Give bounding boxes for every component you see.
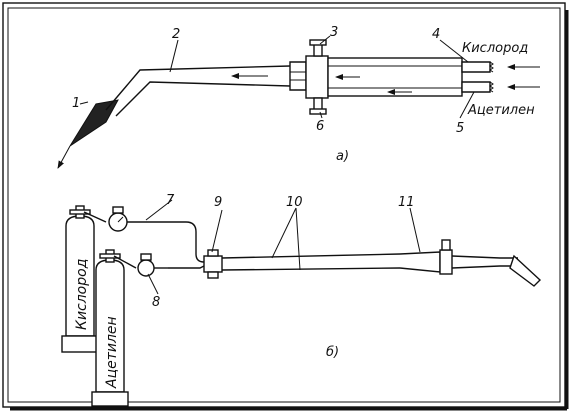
inner-border: [7, 7, 561, 403]
torch-tip: [509, 254, 542, 287]
cylinder-acetylene-label: Ацетилен: [104, 316, 120, 389]
torch-a: [57, 35, 540, 169]
torch-valve-11: [439, 249, 453, 275]
subfigure-b-label: б): [326, 345, 339, 360]
label-11: 11: [398, 195, 415, 210]
system-b: [61, 199, 542, 407]
label-8: 8: [152, 295, 160, 310]
torch-valves-9: [203, 255, 223, 273]
valve-6: [313, 97, 323, 111]
valve-3: [313, 43, 323, 57]
label-2: 2: [172, 27, 180, 42]
acetylene-regulator-8: [137, 259, 155, 277]
torch-tube-upper: [105, 65, 291, 111]
label-7: 7: [166, 193, 175, 208]
acetylene-nipple: [461, 81, 491, 93]
torch-nozzle-tip: [69, 99, 119, 147]
oxygen-hose: [148, 221, 205, 263]
label-6: 6: [316, 119, 324, 134]
mixing-chamber: [289, 61, 307, 91]
torch-tube-lower: [115, 81, 291, 117]
acetylene-hose: [168, 265, 205, 269]
label-3: 3: [330, 25, 338, 40]
oxygen-nipple: [461, 61, 491, 73]
torch-body-bottom: [221, 267, 401, 271]
label-oxygen-top: Кислород: [462, 41, 528, 56]
label-1: 1: [72, 96, 80, 111]
cylinder-oxygen-label: Кислород: [74, 259, 90, 330]
label-5: 5: [456, 121, 464, 136]
torch-body-top: [221, 253, 401, 259]
label-4: 4: [432, 27, 440, 42]
label-acetylene-top: Ацетилен: [467, 103, 535, 118]
outer-border: [2, 2, 566, 408]
subfigure-a-label: а): [336, 149, 349, 164]
label-9: 9: [214, 195, 222, 210]
valve-block: [305, 55, 329, 99]
label-10: 10: [286, 195, 303, 210]
